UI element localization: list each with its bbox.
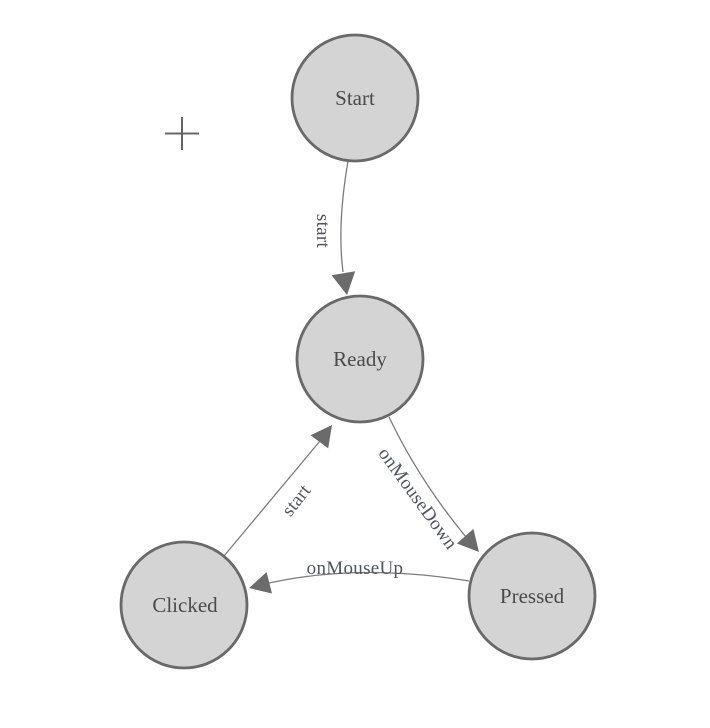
- edge-label: start: [312, 214, 333, 249]
- crosshair-cursor-icon: [165, 117, 199, 150]
- edge-path: [388, 416, 467, 538]
- state-label: Clicked: [152, 593, 218, 617]
- state-label: Pressed: [500, 584, 565, 608]
- transition-edge-pressed-to-clicked[interactable]: onMouseUp: [249, 558, 470, 594]
- edge-label: onMouseDown: [374, 444, 462, 554]
- arrowhead-icon: [310, 425, 332, 449]
- edge-path: [223, 440, 321, 557]
- state-label: Start: [335, 86, 375, 110]
- state-circle: [467, 531, 597, 661]
- state-node-pressed[interactable]: Pressed: [467, 531, 597, 661]
- state-circle: [119, 540, 249, 670]
- edge-label: start: [278, 480, 316, 520]
- transition-edge-ready-to-pressed[interactable]: onMouseDown: [374, 416, 479, 554]
- transition-edge-start-to-ready[interactable]: start: [312, 160, 356, 295]
- transition-edge-clicked-to-ready[interactable]: start: [223, 425, 332, 557]
- edge-path: [268, 571, 470, 584]
- arrowhead-icon: [249, 572, 272, 594]
- state-circle: [290, 33, 420, 163]
- state-node-start[interactable]: Start: [290, 33, 420, 163]
- state-label: Ready: [333, 347, 387, 371]
- state-node-clicked[interactable]: Clicked: [119, 540, 249, 670]
- state-circle: [295, 294, 425, 424]
- arrowhead-icon: [456, 528, 479, 552]
- edge-path: [340, 160, 349, 273]
- edge-label: onMouseUp: [307, 558, 404, 579]
- arrowhead-icon: [331, 271, 356, 295]
- state-node-ready[interactable]: Ready: [295, 294, 425, 424]
